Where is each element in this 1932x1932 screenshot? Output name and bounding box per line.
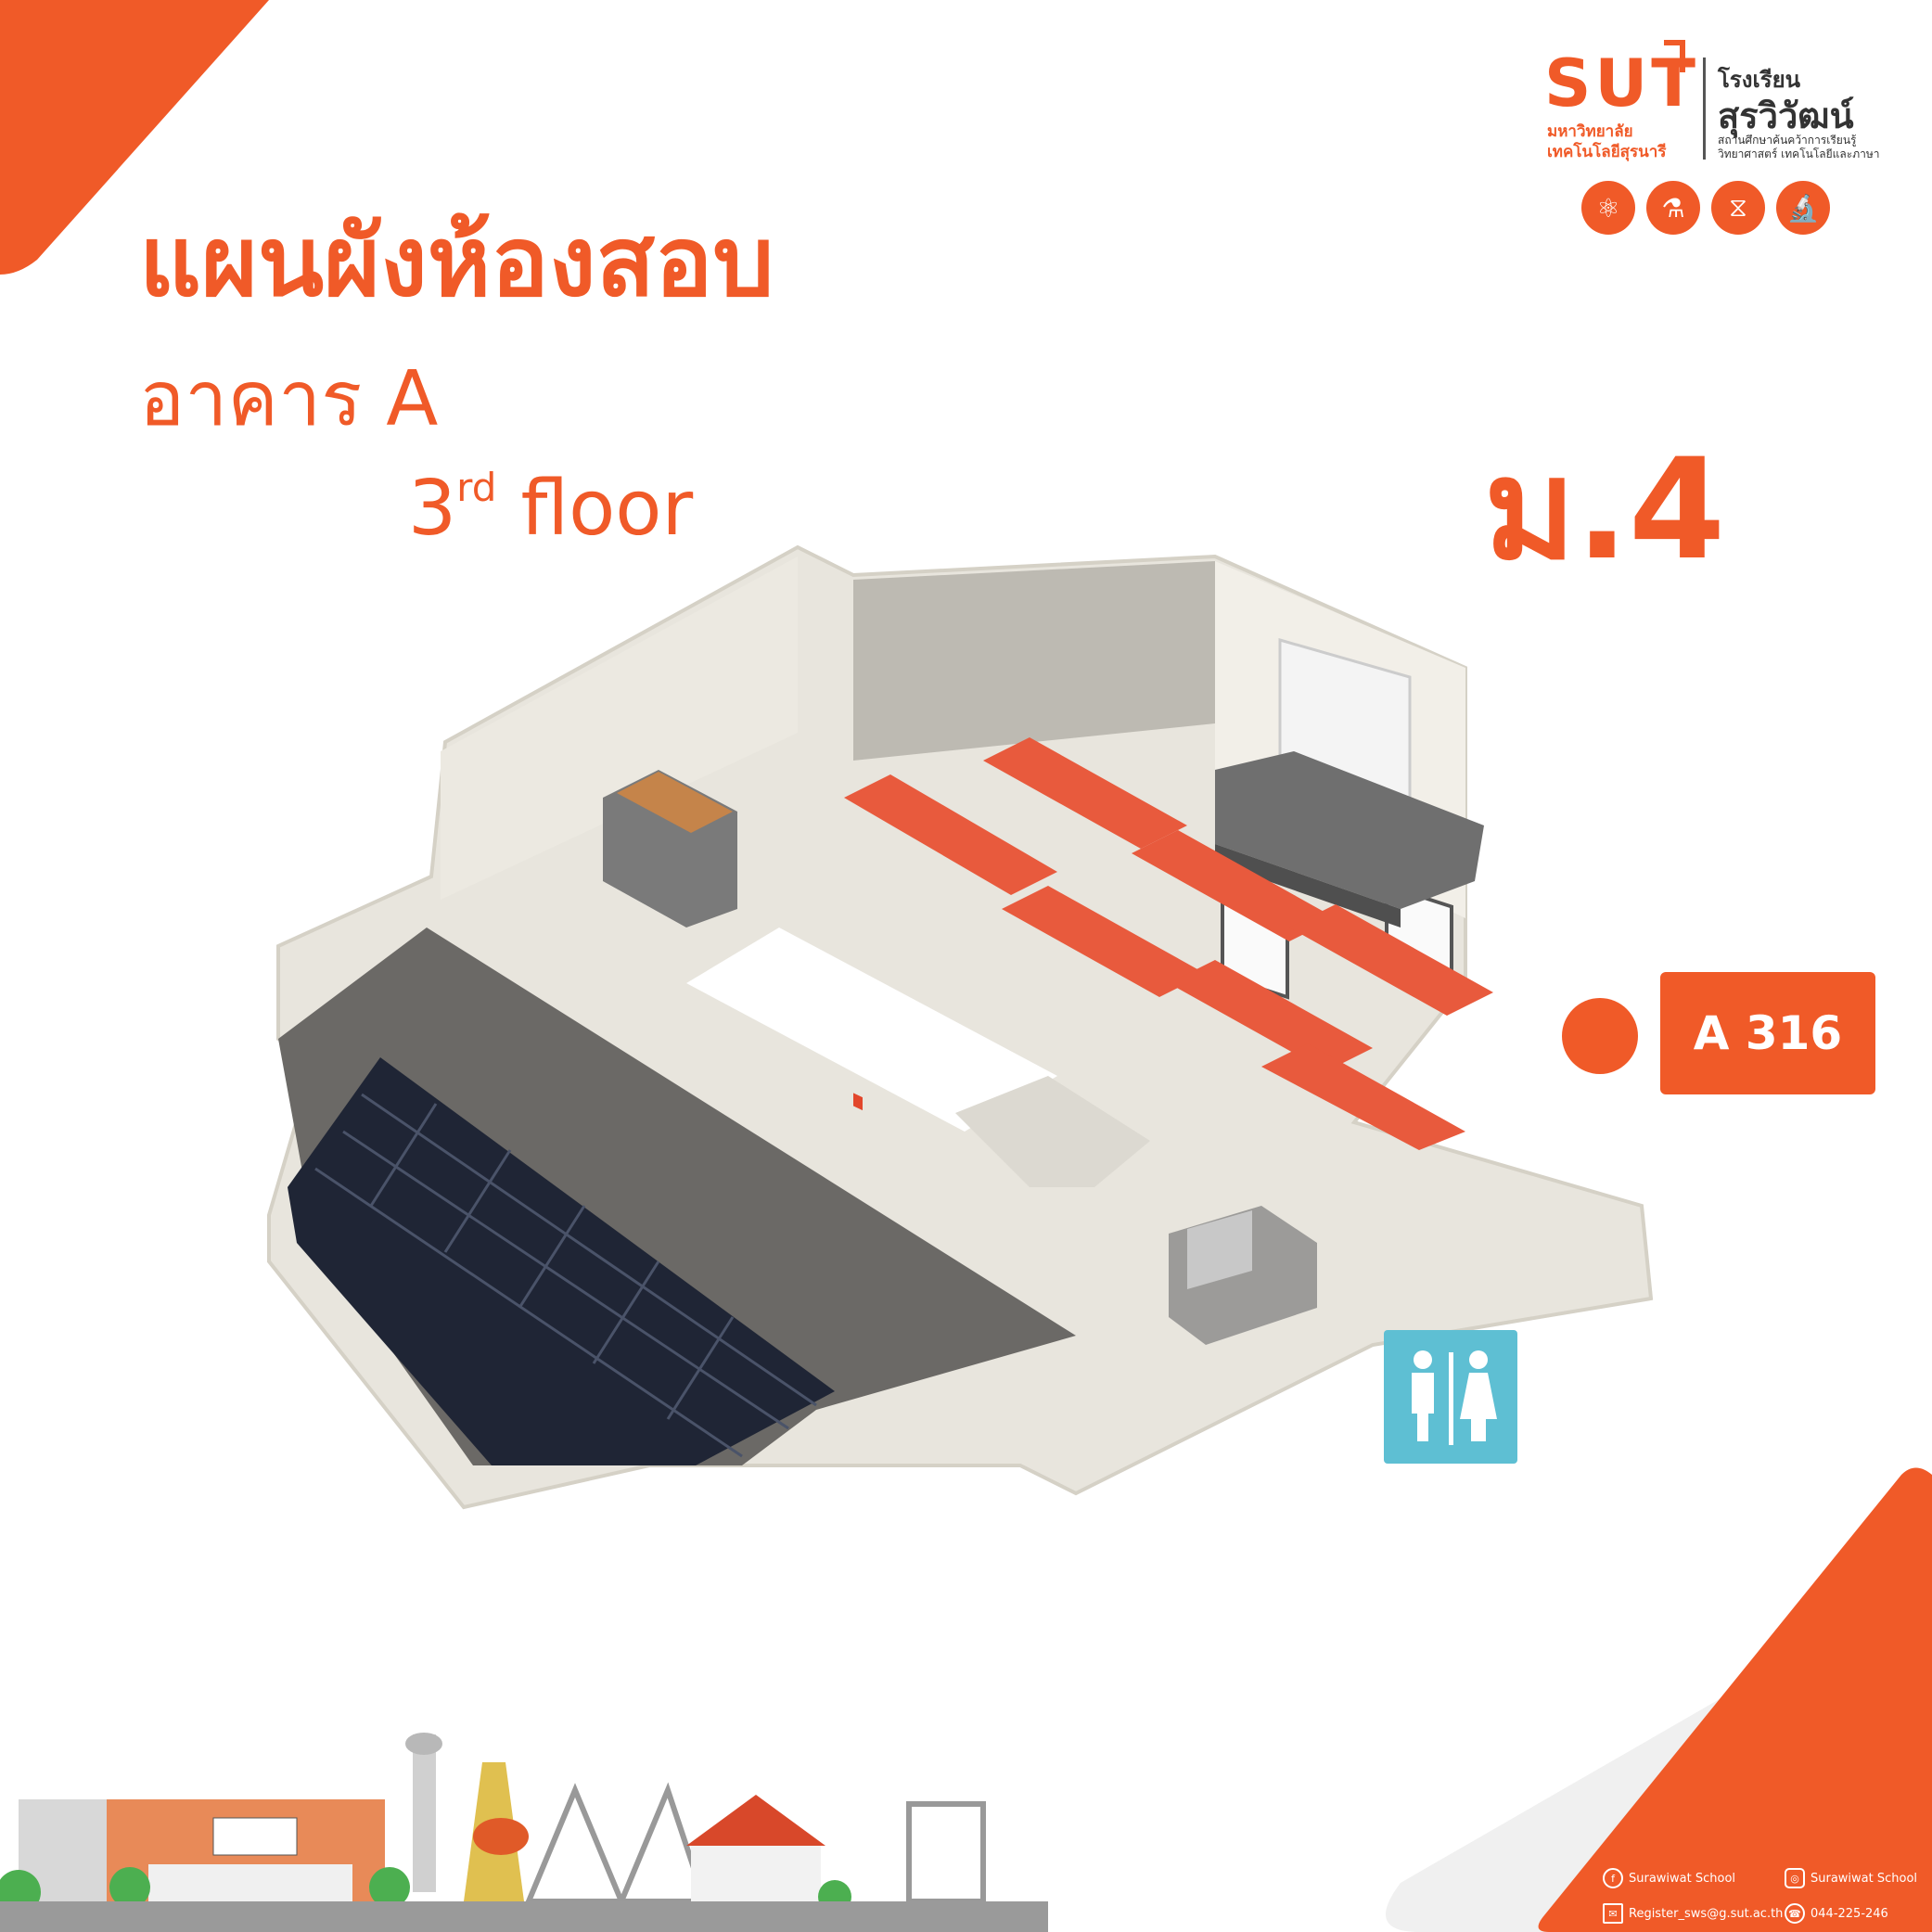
atom-icon: ⚛ [1581,181,1635,235]
school-name-line1: โรงเรียน [1718,67,1801,93]
corner-decor-top-left [0,0,269,275]
room-marker-dot [1562,998,1638,1074]
seat-block-7 [1261,1043,1465,1150]
wall-back [853,561,1215,761]
wall-back-left [441,557,798,900]
restroom-icon [1412,1350,1497,1445]
stage [1215,751,1484,909]
microscope-icon: 🔬 [1776,181,1830,235]
sut-logo-mark [1664,40,1685,72]
sut-logo-text: SUT [1544,45,1700,122]
footer-facebook[interactable]: f Surawiwat School [1603,1868,1735,1888]
facebook-icon: f [1603,1868,1623,1888]
footer-phone[interactable]: ☎ 044-225-246 [1785,1903,1888,1924]
seat-rows [844,737,1493,1150]
solar-panels [288,1057,835,1465]
footer-email[interactable]: ✉ Register_sws@g.sut.ac.th [1603,1903,1783,1924]
facebook-label: Surawiwat School [1629,1871,1736,1886]
campus-skyline-illustration [0,1733,1048,1932]
atrium-opening [686,928,1057,1132]
sut-name-line2: เทคโนโลยีสุรนารี [1547,143,1667,161]
seat-block-3 [1002,886,1206,997]
restroom-partition [1187,1210,1252,1289]
school-tagline-line2: วิทยาศาสตร์ เทคโนโลยีและภาษา [1718,147,1880,160]
room-label: A 316 [1660,972,1875,1094]
building-title: อาคาร A [139,355,439,443]
seat-block-2 [983,737,1187,849]
floor-title: 3rd floor [408,468,693,547]
sut-name-line1: มหาวิทยาลัย [1547,122,1633,141]
grade-level: ม.4 [1484,429,1726,591]
phone-label: 044-225-246 [1810,1906,1888,1921]
floor-number: 3 [408,465,457,553]
instagram-icon: ◎ [1785,1868,1805,1888]
floor-word: floor [520,465,694,553]
phone-icon: ☎ [1785,1903,1805,1924]
footer-instagram[interactable]: ◎ Surawiwat School [1785,1868,1917,1888]
restroom-sign [1384,1330,1517,1464]
school-tagline-line1: สถานศึกษาค้นคว้าการเรียนรู้ [1718,134,1857,147]
instagram-label: Surawiwat School [1810,1871,1918,1886]
seat-block-5 [1169,960,1373,1071]
dna-icon: ⧖ [1711,181,1765,235]
stairs [955,1076,1150,1187]
test-tubes-icon: ⚗ [1646,181,1700,235]
logo-divider [1703,58,1706,160]
footer-contacts: f Surawiwat School ◎ Surawiwat School ✉ … [1577,1864,1932,1932]
floor-plan-map [267,544,1654,1510]
school-name-line2: สุรวิวัฒน์ [1718,96,1854,136]
seat-block-4 [1132,830,1336,941]
seat-block-1 [844,774,1057,895]
floor-suffix: rd [456,465,497,510]
corner-decor-bottom-right [1386,1467,1932,1932]
email-icon: ✉ [1603,1903,1623,1924]
exam-seats [853,1093,863,1111]
email-label: Register_sws@g.sut.ac.th [1629,1906,1784,1921]
page-title: แผนผังห้องสอบ [139,205,774,318]
seat-block-6 [1289,904,1493,1016]
